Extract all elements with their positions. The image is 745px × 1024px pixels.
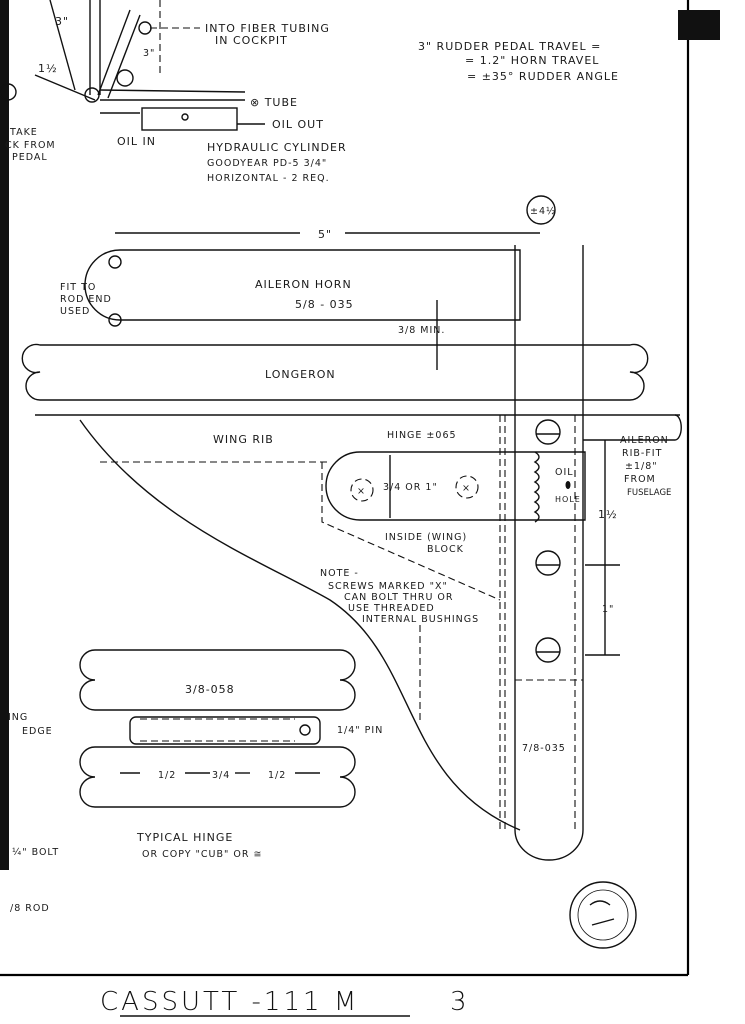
fit-label-2: ROD END	[60, 294, 112, 305]
approval-stamp	[569, 881, 637, 949]
rudder-note-2: = 1.2" HORN TRAVEL	[465, 54, 599, 67]
hinge-dim-b: 3/4	[212, 770, 230, 781]
aileron-strip	[514, 245, 584, 861]
wing-contour	[79, 419, 521, 831]
hinge-dim-c: 1/2	[268, 770, 286, 781]
fiber-tubing-label: INTO FIBER TUBING	[205, 22, 330, 35]
edge-label-2: EDGE	[22, 726, 53, 737]
take-label-2: CK FROM	[5, 140, 56, 151]
screw-x-icon	[455, 475, 479, 499]
hinge-pin-label: 1/4" PIN	[337, 725, 383, 736]
min-gap-label: 3/8 MIN.	[398, 325, 445, 336]
cylinder-label-1: HYDRAULIC CYLINDER	[207, 141, 347, 154]
fit-label-3: USED	[60, 306, 90, 317]
longeron	[21, 343, 649, 401]
left-scan-edge	[0, 0, 9, 870]
rib-fit-5: FUSELAGE	[627, 488, 671, 498]
svg-text:×: ×	[357, 486, 366, 497]
hinge-caption-2: OR COPY "CUB" OR ≅	[142, 849, 262, 860]
block-dim-label: 3/4 OR 1"	[383, 482, 438, 493]
aileron-horn	[84, 249, 521, 321]
bolt-label: ¼" BOLT	[12, 847, 59, 858]
oil-in-label: OIL IN	[117, 135, 156, 148]
note-5: INTERNAL BUSHINGS	[362, 614, 479, 625]
rudder-linkage	[0, 0, 265, 131]
rib-fit-3: ±1/8"	[625, 461, 658, 472]
rib-fit-4: FROM	[624, 474, 656, 485]
cylinder-label-2: GOODYEAR PD-5 3/4"	[207, 158, 327, 169]
dim-1: 1"	[602, 604, 614, 615]
rod-label: /8 ROD	[10, 903, 50, 914]
aileron-horn-spec: 5/8 - 035	[295, 298, 354, 311]
hinge-lower-tube	[79, 746, 356, 808]
cockpit-label: IN COCKPIT	[215, 34, 288, 47]
hinge-tube-spec: 3/8-058	[185, 683, 235, 696]
longeron-label: LONGERON	[265, 368, 336, 381]
screw-slotted-icons	[535, 419, 561, 663]
corner-mark	[678, 10, 720, 40]
oil-hole-label-2: HOLE	[555, 495, 581, 504]
oil-hole-label-1: OIL	[555, 467, 574, 478]
rudder-note-3: = ±35° RUDDER ANGLE	[467, 70, 619, 83]
dim-1-5: 1½	[598, 508, 618, 521]
dim-1-5-top: 1½	[38, 62, 58, 75]
pin-hole	[299, 724, 311, 736]
note-4: USE THREADED	[348, 603, 435, 614]
hinge-upper-tube	[79, 649, 356, 711]
rib-fit-2: RIB-FIT	[622, 448, 662, 459]
svg-text:×: ×	[462, 483, 471, 494]
travel-circle	[526, 195, 556, 225]
note-1: NOTE -	[320, 568, 359, 579]
edge-label-1: ING	[8, 712, 28, 723]
hinge-pin-strip	[129, 716, 321, 745]
strip-spec: 7/8-035	[522, 743, 566, 754]
drawing-title: CASSUTT -111 M	[100, 987, 359, 1017]
dim-3-a: 3"	[55, 15, 69, 28]
hinge-spring	[533, 451, 540, 523]
cylinder-label-3: HORIZONTAL - 2 REQ.	[207, 173, 330, 184]
take-label-1: TAKE	[9, 127, 38, 138]
tube-label: ⊗ TUBE	[250, 96, 298, 109]
hinge-tolerance-label: HINGE ±065	[387, 430, 457, 441]
hinge-caption-1: TYPICAL HINGE	[136, 831, 233, 844]
screw-x-icon	[350, 478, 374, 502]
fit-label-1: FIT TO	[60, 282, 96, 293]
sheet-number: 3	[450, 987, 470, 1017]
dim-3-b: 3"	[143, 48, 155, 59]
rib-fit-1: AILERON	[620, 435, 669, 446]
hinge-dim-a: 1/2	[158, 770, 176, 781]
oil-out-label: OIL OUT	[272, 118, 324, 131]
rudder-note-1: 3" RUDDER PEDAL TRAVEL =	[418, 40, 601, 53]
travel-value: ±4½	[530, 206, 556, 217]
note-2: SCREWS MARKED "X"	[328, 581, 448, 592]
dim-5: 5"	[318, 228, 332, 241]
hinge-block	[325, 451, 586, 521]
aileron-horn-label: AILERON HORN	[255, 278, 352, 291]
take-label-3: PEDAL	[12, 152, 48, 163]
inside-block-2: BLOCK	[427, 544, 464, 555]
wing-rib-label: WING RIB	[213, 433, 274, 446]
note-3: CAN BOLT THRU OR	[344, 592, 454, 603]
inside-block-1: INSIDE (WING)	[385, 532, 467, 543]
